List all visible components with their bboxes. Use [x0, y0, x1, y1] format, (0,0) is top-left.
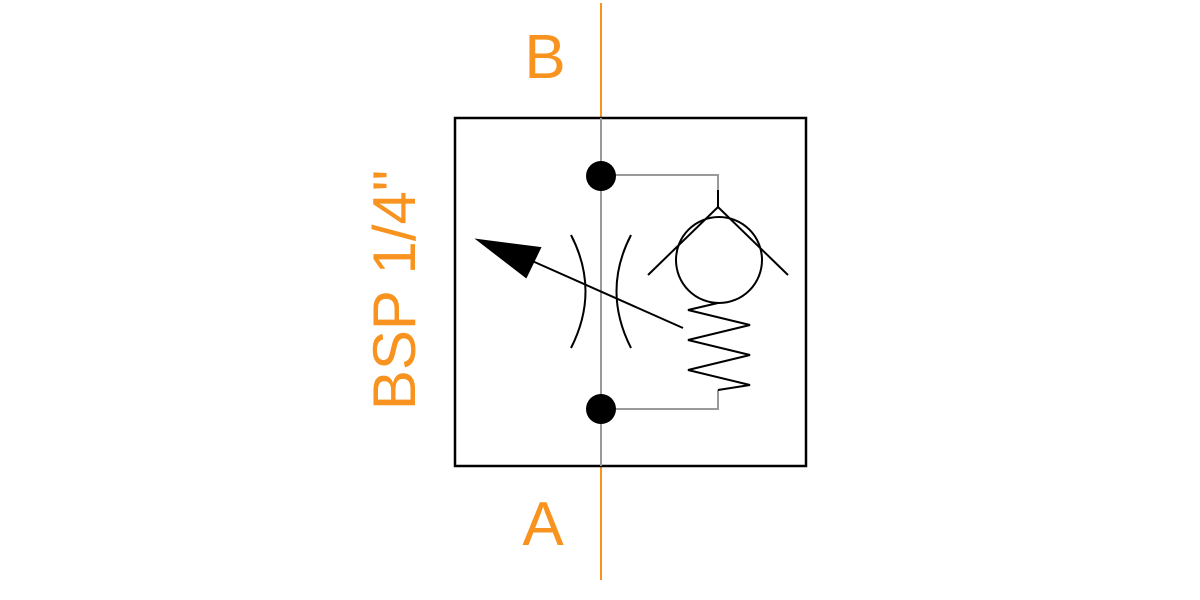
port-label-a: A	[522, 490, 564, 559]
connection-size-label: BSP 1/4"	[361, 170, 428, 410]
junction-dot-bottom	[586, 394, 616, 424]
bypass-line-top	[601, 174, 719, 190]
junction-dot-top	[586, 161, 616, 191]
adjustable-throttle-icon	[474, 234, 684, 349]
valve-body	[453, 116, 808, 468]
spring-icon	[687, 302, 751, 391]
port-label-b: B	[524, 23, 565, 92]
check-valve-icon	[647, 190, 789, 304]
bypass-line-bottom	[601, 390, 719, 410]
